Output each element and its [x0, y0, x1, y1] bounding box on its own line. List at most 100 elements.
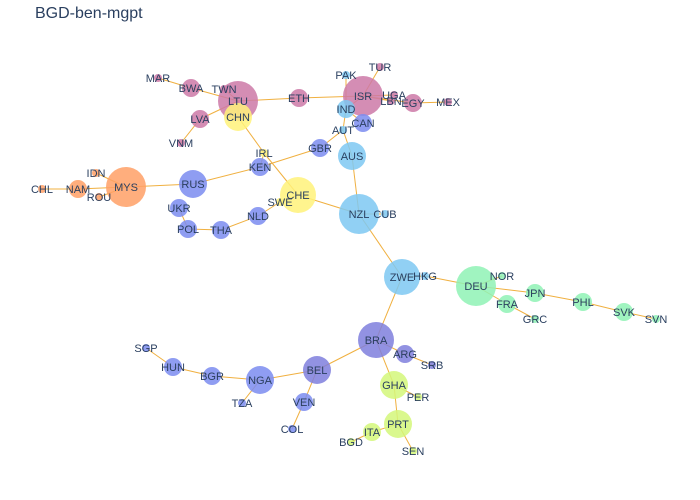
node-pol[interactable] — [179, 220, 197, 238]
node-srb[interactable] — [428, 361, 436, 369]
node-label-nor: NOR — [490, 271, 515, 283]
node-nld[interactable] — [249, 207, 267, 225]
node-phl[interactable] — [574, 293, 592, 311]
node-nor[interactable] — [498, 272, 506, 280]
node-label-mar: MAR — [146, 73, 171, 85]
node-mys[interactable] — [106, 167, 146, 207]
node-cub[interactable] — [381, 210, 389, 218]
node-label-swe: SWE — [267, 197, 292, 209]
node-ken[interactable] — [251, 158, 269, 176]
node-col[interactable] — [288, 425, 296, 433]
node-label-ltu: LTU — [228, 96, 248, 108]
node-mar[interactable] — [154, 74, 162, 82]
node-vnm[interactable] — [177, 139, 185, 147]
node-nga[interactable] — [246, 366, 274, 394]
node-hun[interactable] — [164, 358, 182, 376]
node-label-mys: MYS — [114, 182, 138, 194]
node-label-chl: CHL — [31, 184, 53, 196]
node-label-prt: PRT — [387, 419, 409, 431]
node-aut[interactable] — [339, 126, 347, 134]
node-label-svn: SVN — [645, 314, 668, 326]
node-label-twn: TWN — [211, 84, 236, 96]
node-label-per: PER — [407, 392, 430, 404]
node-chn[interactable] — [224, 103, 252, 131]
node-bel[interactable] — [303, 356, 331, 384]
node-label-zwe: ZWE — [390, 272, 414, 284]
node-gha[interactable] — [380, 371, 408, 399]
node-deu[interactable] — [456, 266, 496, 306]
node-sgp[interactable] — [142, 344, 150, 352]
node-bgr[interactable] — [203, 367, 221, 385]
edge-gbr-ken — [259, 147, 321, 168]
node-label-tur: TUR — [369, 62, 392, 74]
node-label-ind: IND — [337, 104, 356, 116]
node-label-phl: PHL — [572, 297, 593, 309]
node-rus[interactable] — [179, 170, 207, 198]
node-label-nga: NGA — [248, 375, 273, 387]
node-tha[interactable] — [212, 221, 230, 239]
node-irl[interactable] — [260, 149, 268, 157]
node-nam[interactable] — [69, 180, 87, 198]
node-prt[interactable] — [384, 410, 412, 438]
node-rou[interactable] — [95, 193, 103, 201]
node-eth[interactable] — [290, 89, 308, 107]
node-ukr[interactable] — [170, 199, 188, 217]
node-label-vnm: VNM — [169, 138, 193, 150]
node-bgd[interactable] — [347, 438, 355, 446]
node-label-bgd: BGD — [339, 437, 363, 449]
node-label-isr: ISR — [354, 91, 372, 103]
node-aus[interactable] — [338, 142, 366, 170]
node-label-nzl: NZL — [349, 209, 370, 221]
node-ven[interactable] — [295, 393, 313, 411]
node-per[interactable] — [414, 393, 422, 401]
node-bra[interactable] — [358, 322, 394, 358]
node-ind[interactable] — [337, 100, 355, 118]
node-bwa[interactable] — [182, 79, 200, 97]
chart-title: BGD-ben-mgpt — [35, 5, 143, 22]
node-label-jpn: JPN — [525, 288, 546, 300]
node-label-lva: LVA — [190, 114, 210, 126]
node-can[interactable] — [354, 114, 372, 132]
node-label-ken: KEN — [249, 162, 272, 174]
node-grc[interactable] — [531, 315, 539, 323]
node-label-sen: SEN — [402, 446, 425, 458]
node-gbr[interactable] — [311, 139, 329, 157]
node-idn[interactable] — [92, 169, 100, 177]
node-label-srb: SRB — [421, 360, 444, 372]
node-label-grc: GRC — [523, 314, 548, 326]
node-sen[interactable] — [409, 447, 417, 455]
node-label-ita: ITA — [364, 427, 381, 439]
node-tza[interactable] — [238, 399, 246, 407]
node-label-bgr: BGR — [200, 371, 224, 383]
node-label-arg: ARG — [393, 349, 417, 361]
node-label-aus: AUS — [341, 151, 364, 163]
node-tur[interactable] — [376, 63, 384, 71]
node-label-ukr: UKR — [167, 203, 190, 215]
node-label-lbn: LBN — [380, 96, 401, 108]
node-chl[interactable] — [38, 185, 46, 193]
node-pak[interactable] — [342, 71, 350, 79]
node-jpn[interactable] — [526, 284, 544, 302]
node-mex[interactable] — [444, 98, 452, 106]
node-ita[interactable] — [363, 423, 381, 441]
node-hkg[interactable] — [421, 272, 429, 280]
node-nzl[interactable] — [339, 194, 379, 234]
node-egy[interactable] — [404, 94, 422, 112]
node-che[interactable] — [280, 177, 316, 213]
node-fra[interactable] — [498, 295, 516, 313]
node-label-nld: NLD — [247, 211, 269, 223]
node-lva[interactable] — [191, 110, 209, 128]
node-label-deu: DEU — [464, 281, 487, 293]
node-zwe[interactable] — [384, 259, 420, 295]
node-label-bel: BEL — [307, 365, 328, 377]
node-label-che: CHE — [286, 190, 309, 202]
node-lbn[interactable] — [387, 97, 395, 105]
node-arg[interactable] — [396, 345, 414, 363]
node-swe[interactable] — [276, 198, 284, 206]
node-uga[interactable] — [390, 91, 398, 99]
node-svn[interactable] — [652, 315, 660, 323]
node-svk[interactable] — [615, 303, 633, 321]
node-label-bra: BRA — [365, 335, 388, 347]
